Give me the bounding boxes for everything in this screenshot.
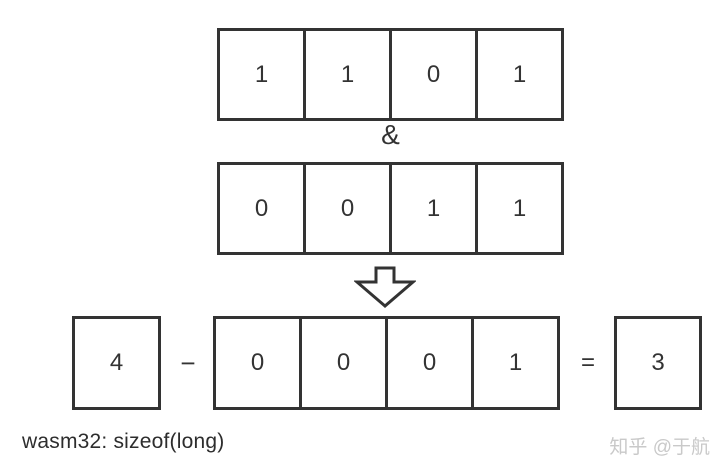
- result-value: 3: [651, 349, 665, 376]
- operand-a-bit-0: 1: [217, 28, 306, 121]
- and-result-row: 0 0 0 1: [213, 316, 560, 410]
- operand-b-row: 0 0 1 1: [217, 162, 564, 255]
- result-box: 3: [614, 316, 702, 410]
- and-result-bit-2: 0: [385, 316, 474, 410]
- and-result-bit-1: 0: [299, 316, 388, 410]
- operand-a-bit-2: 0: [389, 28, 478, 121]
- equals-operator: =: [580, 349, 595, 376]
- caption: wasm32: sizeof(long): [22, 430, 225, 453]
- and-operator: &: [381, 119, 400, 150]
- operand-a-bit-3: 1: [475, 28, 564, 121]
- arrow-down-icon: [352, 266, 418, 308]
- minuend-box: 4: [72, 316, 161, 410]
- operand-a-bit-1: 1: [303, 28, 392, 121]
- operand-b-bit-0: 0: [217, 162, 306, 255]
- and-result-bit-3: 1: [471, 316, 560, 410]
- watermark: 知乎 @于航: [609, 437, 710, 458]
- operand-b-bit-1: 0: [303, 162, 392, 255]
- operand-a-row: 1 1 0 1: [217, 28, 564, 121]
- and-result-bit-0: 0: [213, 316, 302, 410]
- minus-operator: −: [180, 347, 196, 378]
- operand-b-bit-3: 1: [475, 162, 564, 255]
- minuend-value: 4: [109, 349, 124, 376]
- operand-b-bit-2: 1: [389, 162, 478, 255]
